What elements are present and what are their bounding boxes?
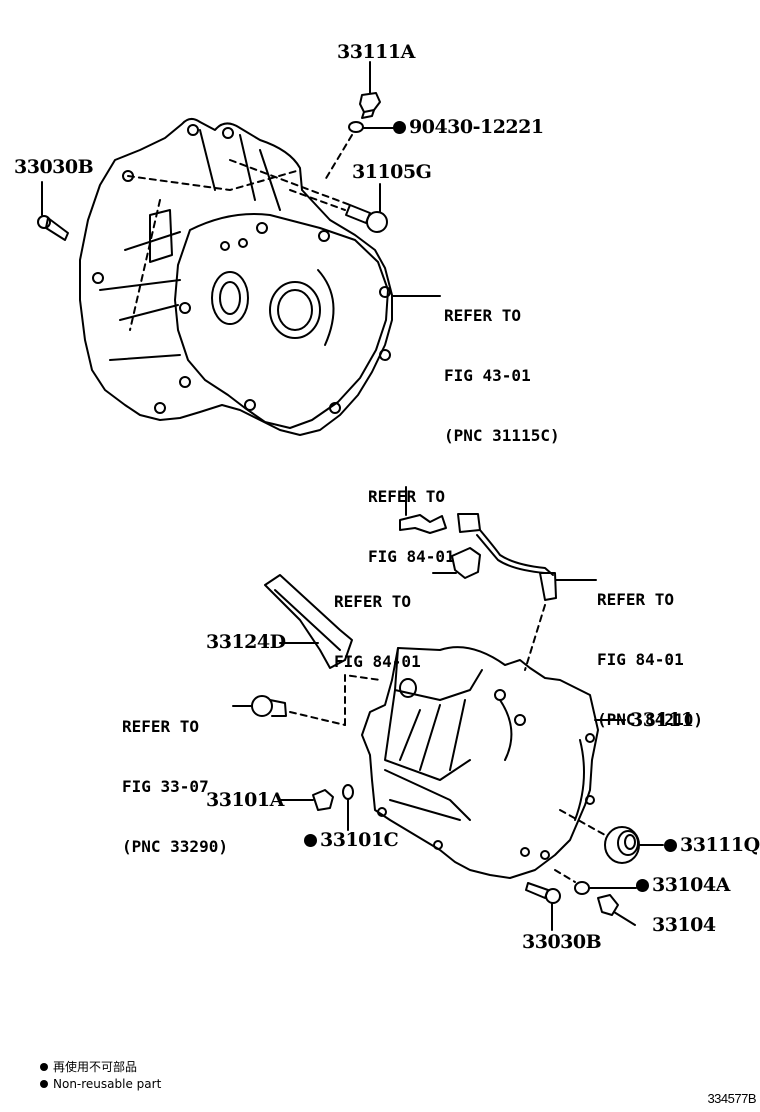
part-number-text: 33104: [652, 914, 716, 936]
part-number-text: 33111A: [337, 41, 415, 63]
bracket-33124D-drawing: [264, 574, 353, 669]
part-label-31105G[interactable]: 31105G: [352, 161, 432, 183]
transmission-case-drawing: [361, 646, 626, 879]
reference-line: FIG 84-01: [334, 652, 421, 671]
part-number-text: 90430-12221: [409, 116, 544, 138]
reference-line: FIG 33-07: [122, 777, 209, 796]
part-number-text: 33030B: [522, 931, 602, 953]
plug-33111A-drawing: [324, 61, 394, 181]
legend-item-japanese: 再使用不可部品: [40, 1060, 137, 1075]
reference-line: REFER TO: [368, 487, 446, 506]
reference-line: FIG 43-01: [444, 366, 531, 385]
non-reusable-dot-icon: [664, 839, 677, 852]
reference-note-fig-84-01-sensor[interactable]: REFER TO FIG 84-01 (PNC 84210): [597, 550, 703, 750]
reference-line: REFER TO: [444, 306, 522, 325]
clutch-housing-drawing: [79, 118, 393, 436]
part-label-33124D[interactable]: 33124D: [206, 632, 286, 652]
part-label-33111A[interactable]: 33111A: [337, 42, 415, 62]
legend-text: 再使用不可部品: [53, 1060, 138, 1074]
legend-item-english: Non-reusable part: [40, 1077, 161, 1092]
sensor-assembly-drawing: [399, 486, 597, 671]
reference-line: (PNC 84210): [597, 710, 703, 729]
reference-line: REFER TO: [122, 717, 200, 736]
part-number-text: 33101C: [320, 829, 399, 851]
reference-note-fig-84-01-clip[interactable]: REFER TO FIG 84-01: [368, 447, 455, 587]
part-number-text: 33124D: [206, 631, 286, 653]
part-number-text: 31105G: [352, 161, 432, 183]
plug-33290-drawing: [232, 674, 381, 726]
seal-33111Q-drawing: [559, 809, 664, 864]
part-label-33101A[interactable]: 33101A: [206, 790, 284, 810]
reference-line: REFER TO: [597, 590, 675, 609]
part-label-90430-12221[interactable]: 90430-12221: [393, 117, 544, 137]
part-label-33101C[interactable]: 33101C: [304, 829, 399, 851]
bullet-dot-icon: [40, 1063, 48, 1071]
part-label-33104A[interactable]: 33104A: [636, 875, 730, 895]
bolt-31105G-drawing: [289, 183, 388, 233]
plug-33101A-drawing: [279, 784, 354, 831]
part-label-33030B-bottom[interactable]: 33030B: [522, 931, 602, 953]
legend-text: Non-reusable part: [53, 1077, 162, 1091]
reference-line: (PNC 33290): [122, 837, 228, 856]
figure-number: 334577B: [707, 1091, 756, 1106]
part-number-text: 33104A: [652, 874, 730, 896]
part-number-text: 33101A: [206, 789, 284, 811]
reference-line: (PNC 31115C): [444, 426, 560, 445]
reference-note-fig-84-01-connector[interactable]: REFER TO FIG 84-01: [334, 552, 421, 692]
part-label-33111Q[interactable]: 33111Q: [664, 835, 760, 855]
part-number-text: 33111Q: [680, 834, 760, 856]
bullet-dot-icon: [40, 1080, 48, 1088]
reference-line: FIG 84-01: [597, 650, 684, 669]
reference-line: FIG 84-01: [368, 547, 455, 566]
non-reusable-dot-icon: [304, 834, 317, 847]
non-reusable-dot-icon: [636, 879, 649, 892]
reference-line: REFER TO: [334, 592, 412, 611]
reference-note-fig-43-01[interactable]: REFER TO FIG 43-01 (PNC 31115C): [444, 266, 560, 466]
reference-note-fig-33-07[interactable]: REFER TO FIG 33-07 (PNC 33290): [122, 677, 228, 877]
part-label-33111[interactable]: 33111: [630, 710, 694, 730]
part-label-33030B-top[interactable]: 33030B: [14, 156, 94, 178]
non-reusable-dot-icon: [393, 121, 406, 134]
drain-plug-drawing: [525, 869, 637, 931]
part-number-text: 33030B: [14, 156, 94, 178]
bolt-33030B-top-drawing: [37, 181, 69, 241]
part-number-text: 33111: [630, 709, 694, 731]
part-label-33104[interactable]: 33104: [652, 915, 716, 935]
